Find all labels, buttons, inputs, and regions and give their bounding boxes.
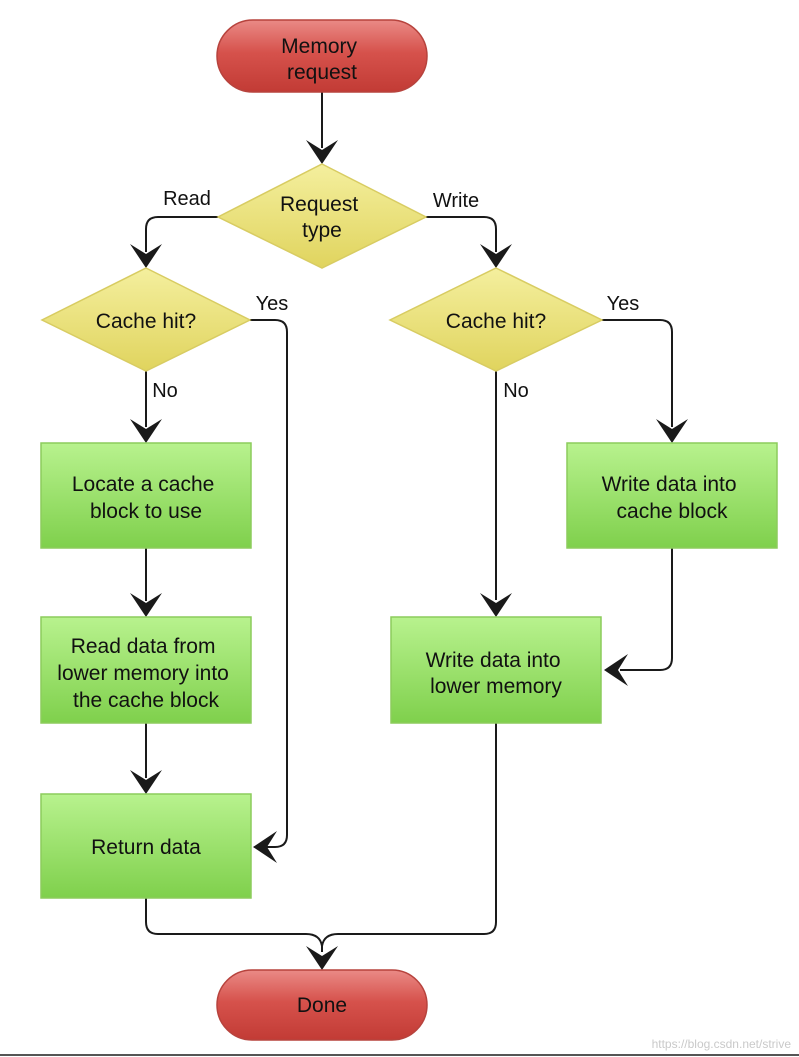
arrowhead-locate-block	[130, 419, 162, 443]
edge-label-read-yes: Yes	[256, 293, 289, 315]
node-read-from-lower-line-3: the cache block	[73, 689, 219, 712]
node-write-into-cache-line-2: cache block	[617, 500, 728, 523]
node-return-data-text: Return data	[91, 836, 201, 859]
edge-label-read-no: No	[152, 380, 178, 402]
arrowhead-request-type	[306, 140, 338, 164]
decision-write-cache-hit	[388, 267, 604, 372]
node-write-into-lower-line-1: Write data into	[426, 649, 561, 672]
node-start-line-1: Memory	[281, 35, 357, 58]
process-write-into-cache	[566, 442, 778, 549]
watermark-text: https://blog.csdn.net/strive	[652, 1037, 792, 1051]
decision-read-cache-hit	[40, 267, 252, 372]
arrowhead-lower-from-cache	[604, 654, 628, 686]
arrowhead-read-from-lower	[130, 593, 162, 617]
arrowhead-return-from-yes	[253, 831, 277, 863]
arrowhead-write-into-lower	[480, 593, 512, 617]
node-request-type-text: Request type	[280, 193, 364, 242]
edge-write-yes	[602, 319, 673, 427]
node-read-from-lower-text: Read data from lower memory into the cac…	[57, 635, 234, 712]
connectors	[145, 92, 673, 952]
edge-label-read: Read	[163, 188, 211, 210]
node-request-type-line-2: type	[302, 219, 342, 242]
node-read-cache-hit-text: Cache hit?	[96, 310, 196, 333]
edge-label-write-no: No	[503, 380, 529, 402]
node-locate-block-line-1: Locate a cache	[72, 473, 214, 496]
edge-lower-to-done	[321, 723, 497, 947]
edge-label-write-yes: Yes	[607, 293, 640, 315]
terminal-start	[216, 19, 428, 93]
node-write-into-cache-line-1: Write data into	[602, 473, 737, 496]
node-done-text: Done	[297, 994, 347, 1017]
node-locate-block-line-2: block to use	[90, 500, 202, 523]
node-write-into-lower-line-2: lower memory	[430, 675, 562, 698]
process-read-from-lower	[40, 616, 252, 724]
node-write-cache-hit-line-1: Cache hit?	[446, 310, 546, 333]
edge-label-write: Write	[433, 190, 479, 212]
node-start-text: Memory request	[281, 35, 363, 84]
node-return-data-line-1: Return data	[91, 836, 201, 859]
arrowhead-write-cache-hit	[480, 244, 512, 268]
decision-request-type	[216, 163, 428, 269]
node-start-line-2: request	[287, 61, 357, 84]
edge-writecache-to-lower	[620, 548, 673, 671]
edge-read-yes	[250, 319, 288, 848]
node-read-cache-hit-line-1: Cache hit?	[96, 310, 196, 333]
process-write-into-lower	[390, 616, 602, 724]
node-locate-block-text: Locate a cache block to use	[72, 473, 220, 523]
arrowhead-return-data	[130, 770, 162, 794]
node-write-into-cache-text: Write data into cache block	[602, 473, 743, 523]
edge-return-to-done	[145, 898, 323, 952]
node-write-cache-hit-text: Cache hit?	[446, 310, 546, 333]
node-read-from-lower-line-2: lower memory into	[57, 662, 229, 685]
arrowhead-write-into-cache	[656, 419, 688, 443]
edge-write-branch	[426, 216, 497, 252]
terminal-done	[216, 969, 428, 1041]
node-request-type-line-1: Request	[280, 193, 358, 216]
arrowhead-done	[306, 946, 338, 970]
arrowhead-read-cache-hit	[130, 244, 162, 268]
node-read-from-lower-line-1: Read data from	[71, 635, 216, 658]
node-write-into-lower-text: Write data into lower memory	[426, 649, 567, 698]
edge-read-branch	[145, 216, 218, 252]
process-locate-block	[40, 442, 252, 549]
arrowheads	[130, 140, 688, 970]
node-done-line-1: Done	[297, 994, 347, 1017]
process-return-data	[40, 793, 252, 899]
